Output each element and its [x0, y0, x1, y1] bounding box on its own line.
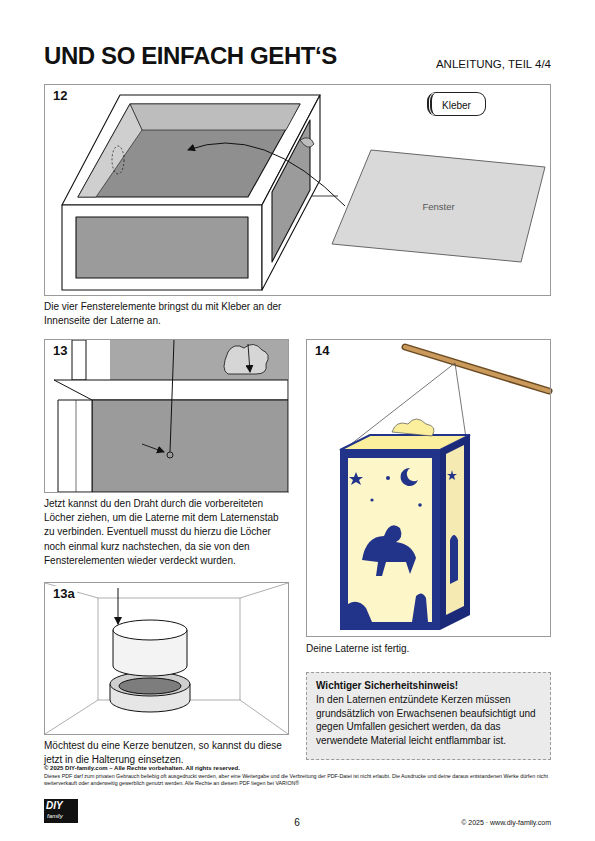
candle-illustration [45, 583, 288, 734]
wire-detail-illustration [54, 340, 288, 492]
step-caption: Die vier Fensterelemente bringst du mit … [44, 300, 302, 328]
page-title: UND SO EINFACH GEHT‘S [44, 42, 337, 70]
step-number: 14 [313, 343, 331, 358]
step-panel: 13 [44, 339, 289, 493]
step-number: 13a [51, 586, 77, 601]
step-caption: Möchtest du eine Kerze benutzen, so kann… [44, 739, 289, 767]
copyright-line: © 2025 DIY-family.com – Alle Rechte vorb… [44, 765, 551, 772]
finished-lantern-illustration [340, 347, 549, 630]
safety-note-box: Wichtiger Sicherheitshinweis!In den Late… [306, 672, 551, 760]
window-label: Fenster [422, 201, 454, 212]
glue-label: Kleber [442, 100, 471, 111]
glue-tube: Kleber [427, 92, 486, 116]
logo-text: DIY [46, 800, 76, 812]
footer-url: © 2025 · www.diy-family.com [391, 819, 551, 827]
logo-box [44, 799, 78, 823]
leader-line [312, 196, 338, 197]
glue-arrow [188, 143, 345, 206]
step-number: 12 [51, 88, 69, 103]
step-number: 13 [51, 343, 69, 358]
step-panel: 12KleberFenster [44, 84, 551, 296]
step-panel: 14 [306, 339, 551, 637]
step-caption: Deine Laterne ist fertig. [306, 642, 551, 656]
note-heading: Wichtiger Sicherheitshinweis! [316, 679, 541, 693]
lantern-frame-illustration [62, 95, 320, 290]
step-caption: Jetzt kannst du den Draht durch die vorb… [44, 497, 289, 568]
note-body: In den Laternen entzündete Kerzen müssen… [316, 693, 541, 748]
step-panel: 13a [44, 582, 289, 735]
logo-text: family [47, 813, 77, 820]
window-sheet: Fenster [331, 149, 546, 263]
legal-note: Dieses PDF darf zum privaten Gebrauch be… [44, 773, 551, 787]
page-number: 6 [280, 817, 314, 829]
part-label: ANLEITUNG, TEIL 4/4 [331, 58, 551, 72]
